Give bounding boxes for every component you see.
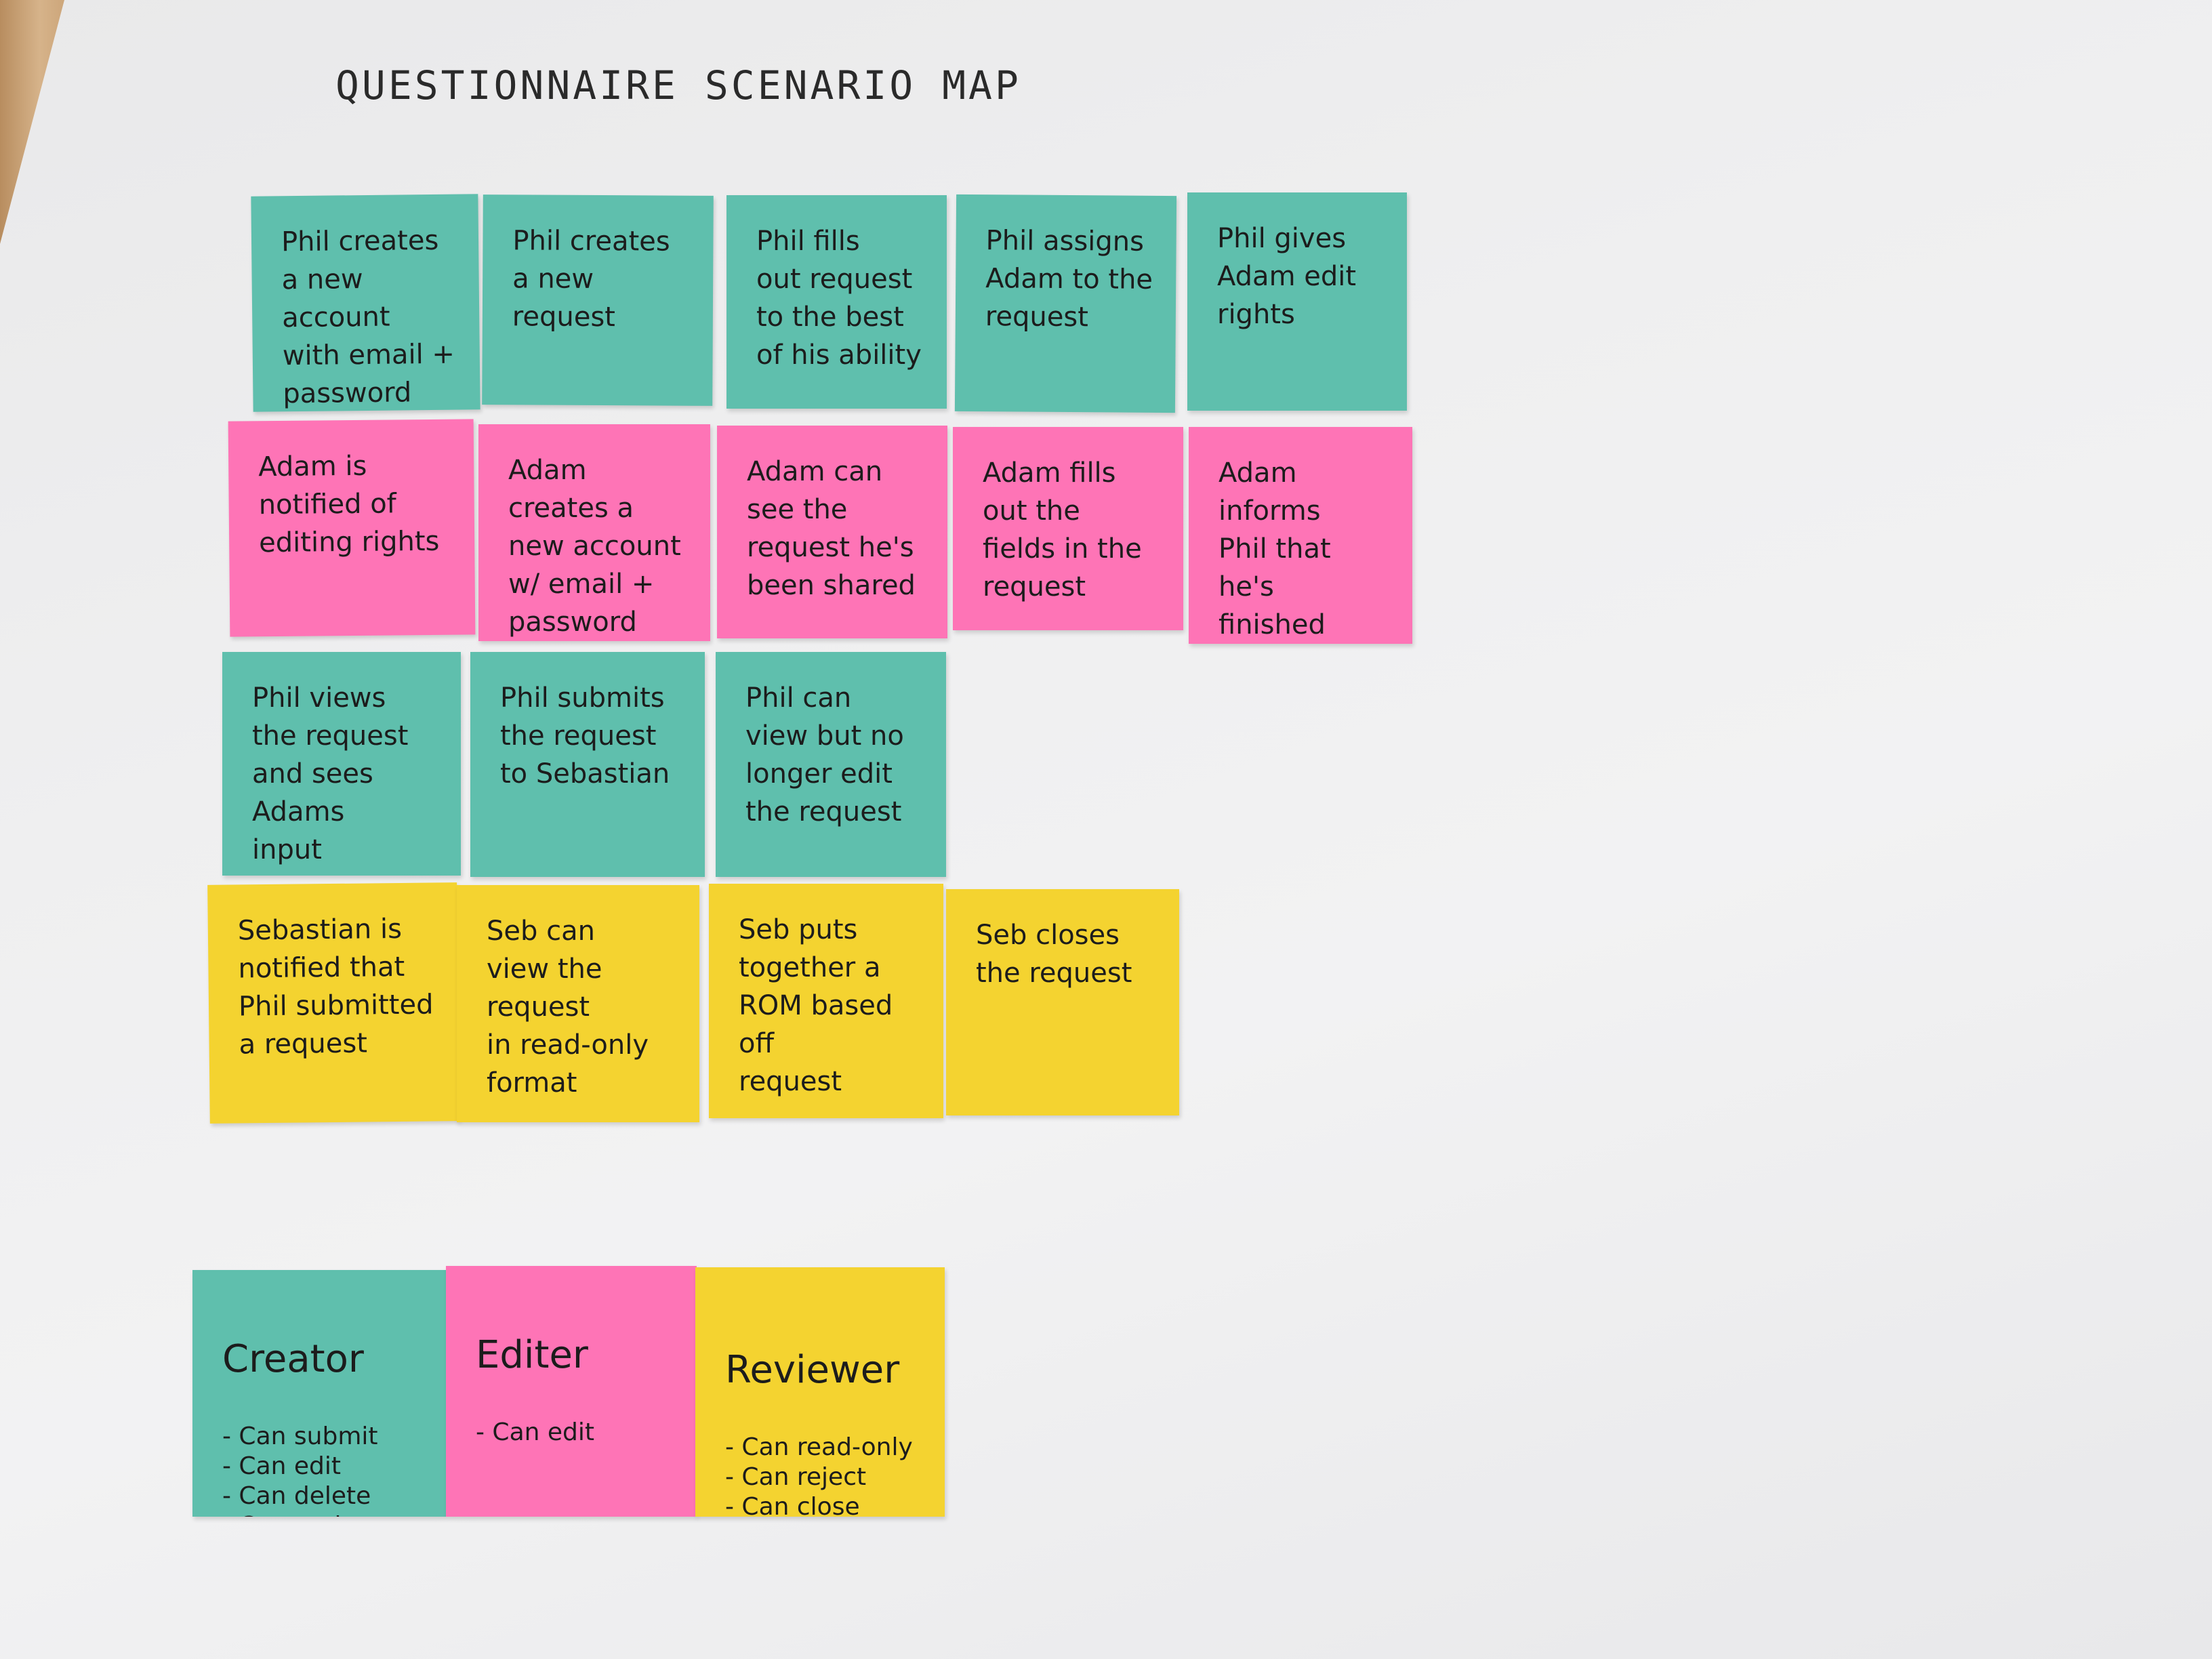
sticky-note: Phil views the request and sees Adams in… bbox=[222, 652, 461, 876]
sticky-note: Adam fills out the fields in the request bbox=[953, 427, 1183, 630]
role-heading: Reviewer bbox=[725, 1348, 900, 1392]
role-permissions: - Can read-only - Can reject - Can close bbox=[725, 1433, 913, 1517]
sticky-note: Phil gives Adam edit rights bbox=[1187, 192, 1407, 411]
page-title: QUESTIONNAIRE SCENARIO MAP bbox=[335, 62, 1021, 108]
sticky-note: Phil submits the request to Sebastian bbox=[470, 652, 705, 877]
role-note-creator: Creator - Can submit - Can edit - Can de… bbox=[192, 1270, 446, 1517]
role-note-editer: Editer - Can edit bbox=[446, 1266, 697, 1517]
sticky-note: Phil creates a new request bbox=[482, 194, 714, 406]
sticky-note: Phil can view but no longer edit the req… bbox=[716, 652, 946, 877]
sticky-note: Phil assigns Adam to the request bbox=[954, 194, 1177, 413]
role-permissions: - Can submit - Can edit - Can delete - C… bbox=[222, 1422, 378, 1517]
role-heading: Creator bbox=[222, 1337, 364, 1381]
sticky-note: Adam is notified of editing rights bbox=[228, 419, 476, 637]
sticky-note: Adam can see the request he's been share… bbox=[717, 426, 947, 638]
sticky-note: Phil fills out request to the best of hi… bbox=[726, 195, 947, 409]
sticky-note: Seb puts together a ROM based off reques… bbox=[709, 884, 943, 1118]
role-heading: Editer bbox=[476, 1333, 588, 1377]
sticky-note: Phil creates a new account with email + … bbox=[251, 194, 480, 412]
sticky-note: Seb closes the request bbox=[946, 889, 1179, 1115]
sticky-note: Sebastian is notified that Phil submitte… bbox=[207, 882, 459, 1124]
sticky-note: Adam informs Phil that he's finished bbox=[1189, 427, 1412, 644]
sticky-note: Adam creates a new account w/ email + pa… bbox=[478, 424, 710, 641]
sticky-note: Seb can view the request in read-only fo… bbox=[457, 885, 699, 1122]
role-permissions: - Can edit bbox=[476, 1418, 595, 1446]
role-note-reviewer: Reviewer - Can read-only - Can reject - … bbox=[695, 1267, 945, 1517]
